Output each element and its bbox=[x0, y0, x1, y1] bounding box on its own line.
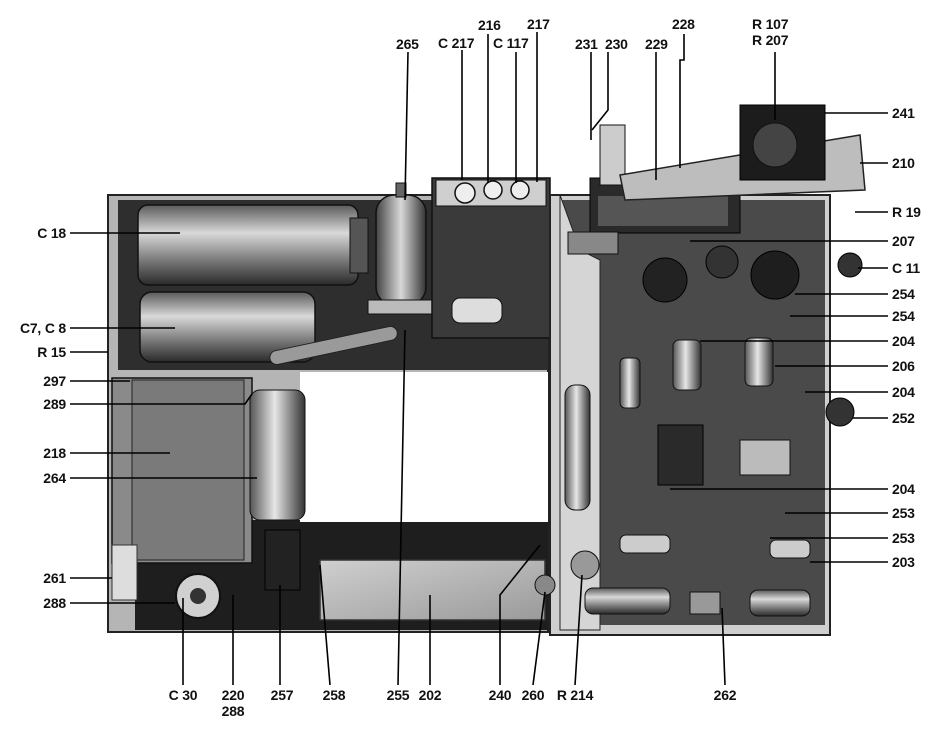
label-r19: R 19 bbox=[892, 204, 921, 220]
label-261: 261 bbox=[43, 570, 66, 586]
label-203: 203 bbox=[892, 554, 915, 570]
label-202: 202 bbox=[418, 687, 442, 703]
label-216: 216 bbox=[478, 17, 501, 33]
switch-block bbox=[431, 177, 551, 339]
label-254-b: 254 bbox=[892, 308, 915, 324]
label-254-a: 254 bbox=[892, 286, 915, 302]
label-288-left: 288 bbox=[43, 595, 66, 611]
label-c217: C 217 bbox=[438, 35, 475, 51]
label-288-bottom: 288 bbox=[221, 703, 245, 719]
knob-252 bbox=[825, 397, 855, 427]
small-capacitors-204-206 bbox=[619, 337, 791, 486]
label-289: 289 bbox=[43, 396, 66, 412]
label-230: 230 bbox=[605, 36, 628, 52]
transformer-218 bbox=[111, 377, 306, 564]
label-253-a: 253 bbox=[892, 505, 915, 521]
label-r15: R 15 bbox=[37, 344, 66, 360]
label-c30: C 30 bbox=[168, 687, 198, 703]
knob-c11 bbox=[837, 252, 863, 278]
label-206: 206 bbox=[892, 358, 915, 374]
label-265: 265 bbox=[396, 36, 419, 52]
long-capacitor bbox=[564, 384, 591, 511]
label-204-c: 204 bbox=[892, 481, 915, 497]
label-257: 257 bbox=[270, 687, 294, 703]
capacitor-c30 bbox=[175, 573, 221, 619]
label-218: 218 bbox=[43, 445, 66, 461]
capacitor-c18 bbox=[137, 204, 369, 286]
label-228: 228 bbox=[672, 16, 695, 32]
label-210: 210 bbox=[892, 155, 915, 171]
label-r207: R 207 bbox=[752, 32, 789, 48]
leader-lines bbox=[70, 32, 888, 686]
label-217: 217 bbox=[527, 16, 550, 32]
label-r107: R 107 bbox=[752, 16, 789, 32]
plate-231 bbox=[567, 231, 619, 255]
label-231: 231 bbox=[575, 36, 598, 52]
label-252: 252 bbox=[892, 410, 915, 426]
rod-289 bbox=[269, 325, 398, 366]
label-240: 240 bbox=[488, 687, 512, 703]
label-c11: C 11 bbox=[892, 260, 920, 276]
label-220: 220 bbox=[221, 687, 245, 703]
label-r214: R 214 bbox=[556, 687, 594, 703]
label-241: 241 bbox=[892, 105, 915, 121]
label-255: 255 bbox=[386, 687, 410, 703]
label-253-b: 253 bbox=[892, 530, 915, 546]
label-c7-c8: C7, C 8 bbox=[19, 320, 66, 336]
label-258: 258 bbox=[322, 687, 346, 703]
arm-210 bbox=[619, 104, 866, 201]
label-c18: C 18 bbox=[37, 225, 66, 241]
label-204-b: 204 bbox=[892, 384, 915, 400]
label-204-a: 204 bbox=[892, 333, 915, 349]
tube-sockets-254 bbox=[642, 245, 800, 303]
label-264: 264 bbox=[43, 470, 66, 486]
label-260: 260 bbox=[521, 687, 545, 703]
vacuum-tube-265 bbox=[367, 182, 435, 315]
bottom-capacitors-262 bbox=[584, 534, 811, 617]
label-c117: C 117 bbox=[493, 35, 529, 51]
label-262: 262 bbox=[713, 687, 737, 703]
component-257 bbox=[264, 529, 301, 591]
capacitor-c7-c8 bbox=[139, 291, 316, 363]
socket-r214 bbox=[570, 550, 600, 580]
label-207: 207 bbox=[892, 233, 915, 249]
label-297: 297 bbox=[43, 373, 66, 389]
label-229: 229 bbox=[645, 36, 668, 52]
bracket-261 bbox=[111, 544, 138, 601]
